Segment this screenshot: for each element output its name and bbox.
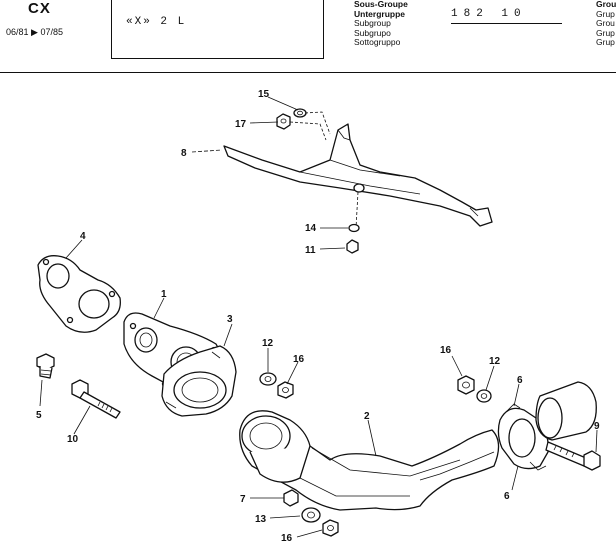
clamp-part: [497, 403, 549, 471]
bolt-right-part: [545, 441, 601, 471]
group-label-es: Grup: [596, 27, 615, 38]
callout-17: 17: [235, 119, 247, 130]
production-dates: 06/81 ▶ 07/85: [6, 27, 63, 37]
subgroup-label-it: Sottogruppo: [354, 37, 401, 47]
group-label-it: Grup: [596, 37, 615, 47]
plug-part: [36, 353, 55, 379]
callout-10: 10: [67, 434, 79, 445]
callout-1: 1: [161, 289, 167, 300]
washer-nut-right: [457, 375, 492, 403]
callout-8: 8: [181, 148, 187, 159]
callout-16-left: 16: [293, 354, 305, 365]
callout-16-bottom: 16: [281, 533, 293, 544]
callout-2: 2: [364, 411, 370, 422]
washer-nut-left: [259, 372, 294, 399]
group-label-fr: Grou: [596, 0, 616, 9]
callout-5: 5: [36, 410, 42, 421]
subgroup-labels: Sous-Groupe Untergruppe Subgroup Subgrup…: [354, 0, 408, 48]
callout-4: 4: [80, 231, 86, 242]
callout-9: 9: [594, 421, 600, 432]
header-divider: [0, 72, 616, 73]
heat-shield-part: [223, 123, 493, 227]
nut-washer-bottom: [346, 191, 360, 254]
callout-12-left: 12: [262, 338, 274, 349]
callout-13: 13: [255, 514, 267, 525]
leader-lines: [39, 96, 598, 538]
nut-washer-top: [276, 108, 331, 141]
callout-7: 7: [240, 494, 246, 505]
callout-15: 15: [258, 89, 270, 100]
gasket-part: [37, 255, 121, 333]
callout-14: 14: [305, 223, 317, 234]
model-name: CX: [28, 0, 51, 17]
group-label-de: Grup: [596, 8, 615, 19]
group-labels: Grou Grup Grou Grup Grup: [596, 0, 616, 48]
subgroup-label-fr: Sous-Groupe: [354, 0, 408, 9]
subgroup-code-underline: [451, 23, 562, 24]
callout-6-top: 6: [517, 375, 523, 386]
flange-bolt-part: [283, 489, 339, 537]
subgroup-code: 182 10: [451, 8, 527, 20]
group-label-en: Grou: [596, 18, 615, 28]
callout-12-right: 12: [489, 356, 501, 367]
subgroup-label-es: Subgrupo: [354, 27, 391, 38]
bolt-left-part: [71, 379, 121, 419]
subgroup-label-de: Untergruppe: [354, 8, 405, 19]
subgroup-label-en: Subgroup: [354, 18, 391, 28]
callout-6-bottom: 6: [504, 491, 510, 502]
connector-flange-part: [161, 345, 237, 417]
callout-16-right: 16: [440, 345, 452, 356]
sleeve-part: [535, 381, 597, 441]
callout-11: 11: [305, 245, 316, 256]
variant-box: [111, 0, 324, 59]
exhaust-pipe-part: [239, 410, 500, 511]
callout-3: 3: [227, 314, 233, 325]
engine-variant: «X» 2 L: [126, 16, 187, 28]
